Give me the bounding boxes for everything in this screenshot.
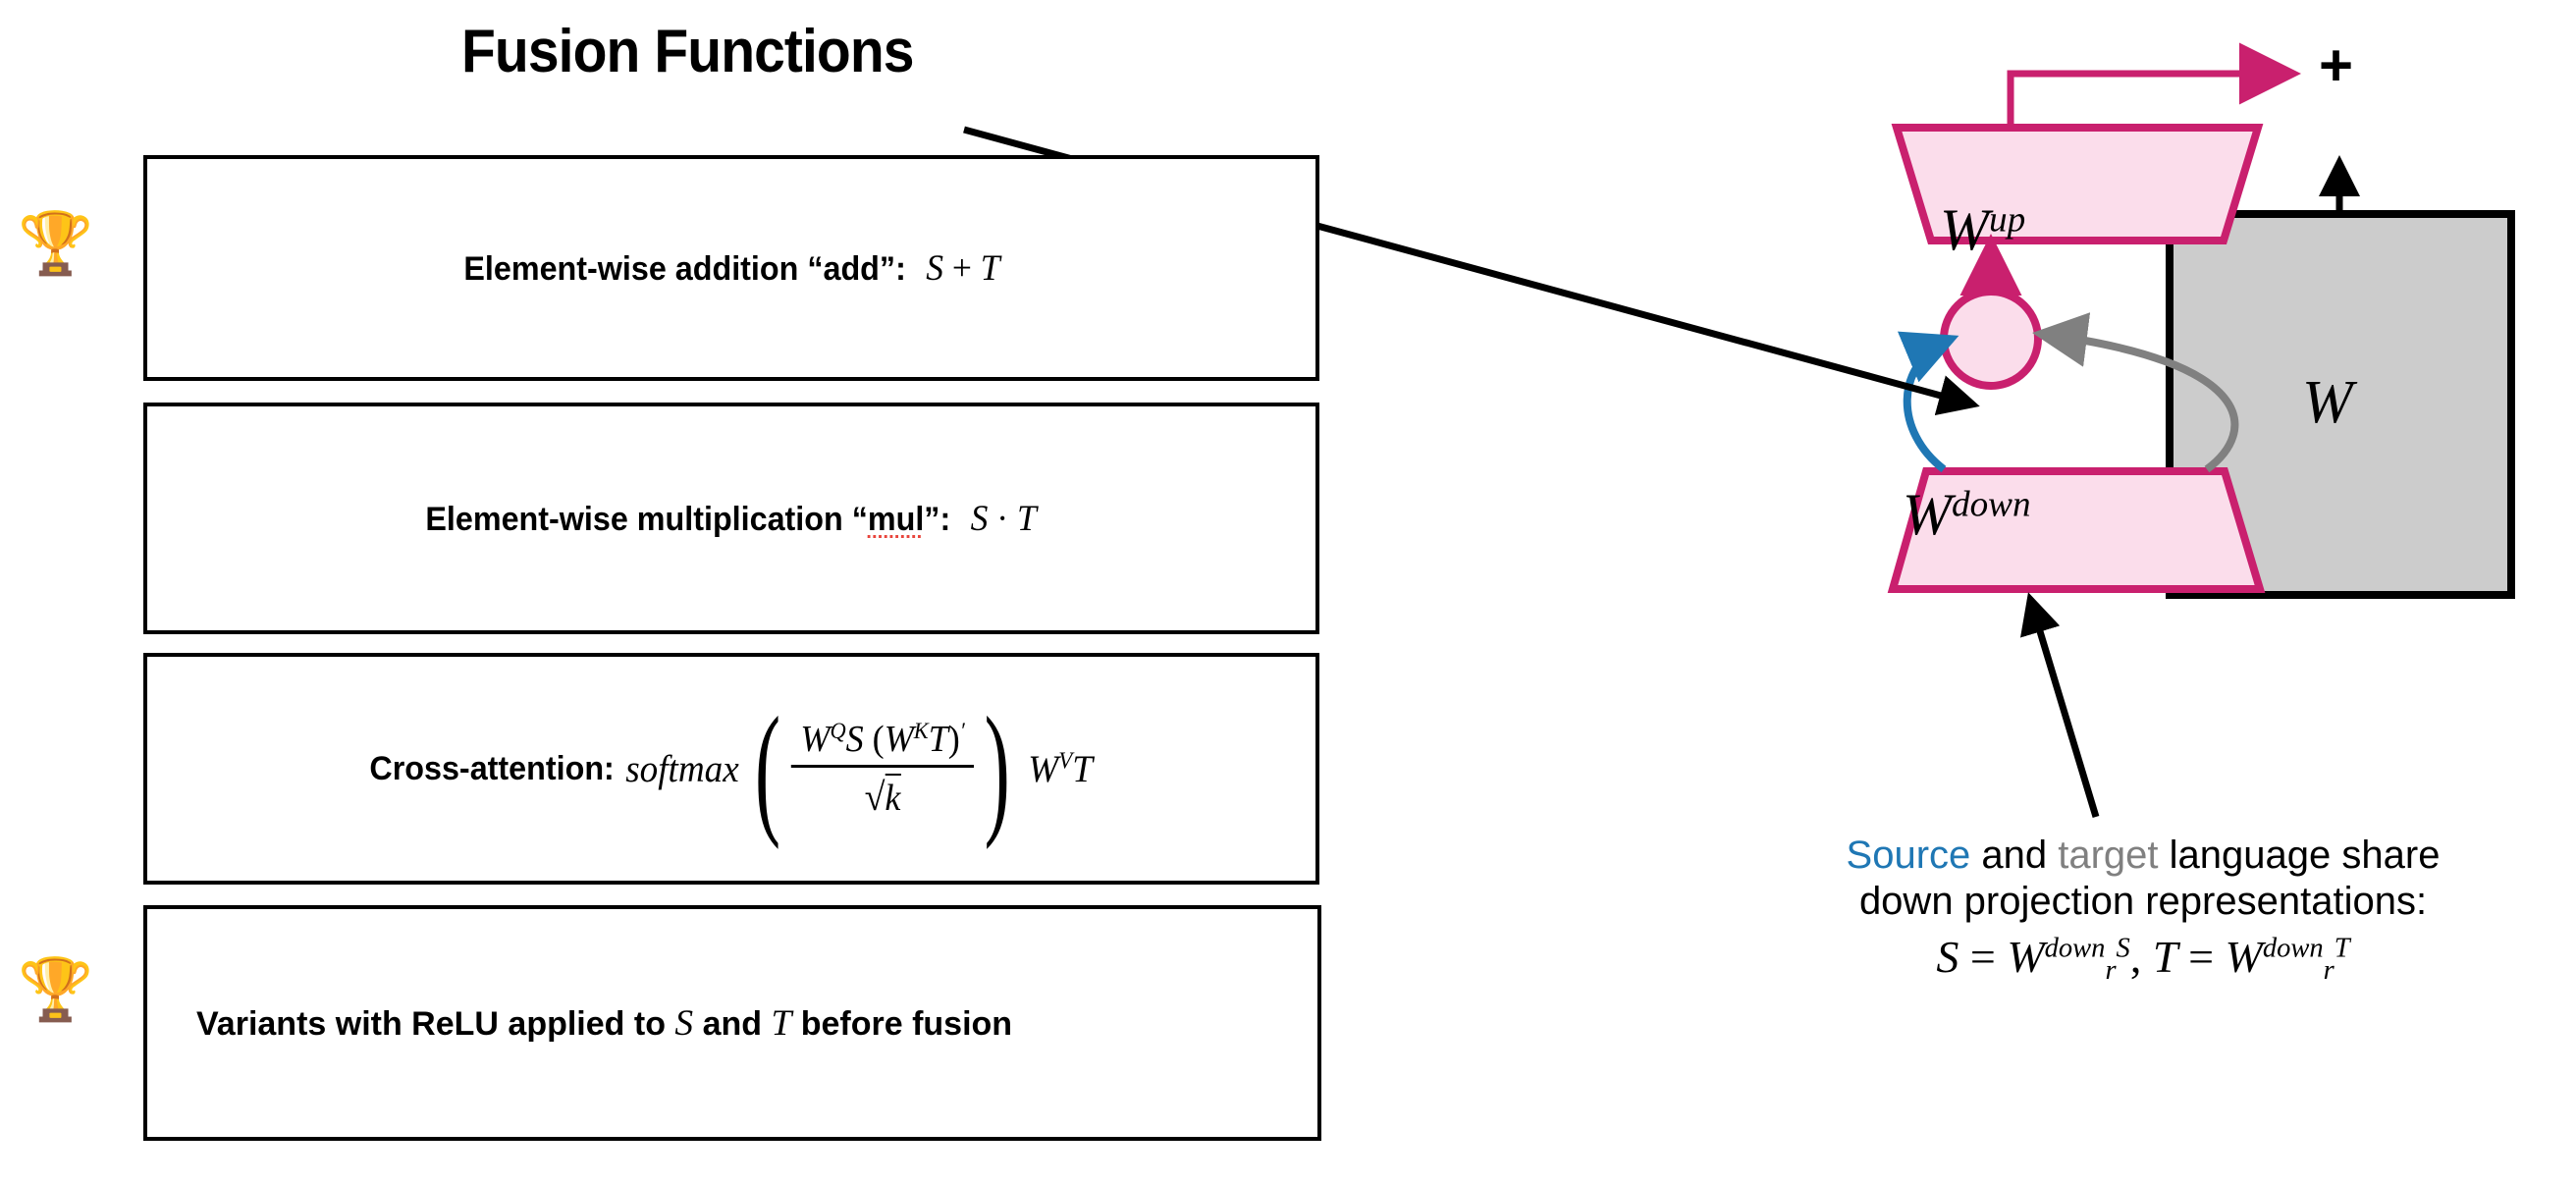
caption-and-word: and xyxy=(1970,834,2059,877)
caption-formula: S = WdownrS, T = WdownrT xyxy=(1716,931,2570,987)
page-title: Fusion Functions xyxy=(461,18,914,85)
mul-operand-s: S xyxy=(971,498,989,539)
cap-w2-sup: down xyxy=(2262,932,2324,963)
up-to-plus-arrow xyxy=(2007,42,2301,128)
relu-var-t: T xyxy=(771,1002,792,1044)
relu-label-b: and xyxy=(702,1004,763,1043)
down-projection-shape xyxy=(1887,467,2266,593)
numerator-t: T xyxy=(929,718,949,760)
cap-eq1: = xyxy=(1969,931,1996,982)
fusion-node-circle xyxy=(1940,288,2042,390)
fusion-box-cross-attention-label: Cross-attention: xyxy=(369,749,616,787)
mul-operand-t: T xyxy=(1017,498,1038,539)
numerator-s: S xyxy=(845,718,865,760)
trophy-icon: 🏆 xyxy=(18,210,94,278)
relu-label-c: before fusion xyxy=(800,1004,1013,1043)
wv-superscript: V xyxy=(1058,747,1073,775)
wk-base: W xyxy=(885,718,915,760)
wk-superscript: K xyxy=(914,718,930,744)
cap-comma: , xyxy=(2129,931,2142,982)
transpose-prime: ′ xyxy=(960,718,966,744)
spellcheck-word-mul: mul xyxy=(868,500,925,538)
diagram-caption: Source and target language share down pr… xyxy=(1716,833,2570,987)
caption-target-word: target xyxy=(2058,834,2159,877)
cap-r1-sup: S xyxy=(2116,932,2130,963)
cap-w1-sup: down xyxy=(2044,932,2106,963)
cross-attention-fraction: ( WQS (WKT)′ √k ) xyxy=(745,686,1021,850)
cap-s: S xyxy=(1936,931,1959,982)
wq-superscript: Q xyxy=(830,718,846,744)
fusion-box-mul-content: Element-wise multiplication “mul”: S · T xyxy=(426,498,1037,540)
wq-base: W xyxy=(800,718,831,760)
fraction-denominator: √k xyxy=(855,768,910,821)
up-projection-shape xyxy=(1891,124,2264,244)
fusion-box-cross-attention-content: Cross-attention: softmax ( WQS (WKT)′ √k… xyxy=(369,686,1094,850)
caption-line2: down projection representations: xyxy=(1858,879,2428,923)
caption-line1-rest: language share xyxy=(2158,834,2441,877)
fusion-box-relu-variants-content: Variants with ReLU applied to S and T be… xyxy=(196,1002,1012,1045)
relu-label-a: Variants with ReLU applied to xyxy=(196,1004,666,1043)
cap-r2: r xyxy=(2323,954,2334,986)
fraction-bar xyxy=(791,764,975,768)
radicand-k: k xyxy=(885,773,901,821)
add-operand-t: T xyxy=(980,247,1000,289)
cap-w2: W xyxy=(2225,931,2263,982)
target-representation-edge xyxy=(2032,312,2239,473)
cap-eq2: = xyxy=(2188,931,2215,982)
cap-w1: W xyxy=(2007,931,2045,982)
fraction: WQS (WKT)′ √k xyxy=(791,718,975,821)
source-representation-edge xyxy=(1897,331,1959,473)
fusion-box-mul-label-suffix: ”: xyxy=(924,500,951,538)
mul-operator: · xyxy=(996,498,1009,539)
fusion-box-add-content: Element-wise addition “add”: S + T xyxy=(463,247,999,290)
radical-sign: √ xyxy=(864,774,886,819)
add-operand-s: S xyxy=(925,247,943,289)
cap-r1: r xyxy=(2105,954,2117,986)
add-operator: + xyxy=(951,247,972,289)
right-paren: ) xyxy=(985,686,1011,850)
tail-t: T xyxy=(1072,747,1094,790)
fusion-box-mul-label-prefix: Element-wise multiplication “ xyxy=(425,500,869,538)
wv-base: W xyxy=(1028,747,1059,790)
cap-t: T xyxy=(2152,931,2177,982)
relu-var-s: S xyxy=(674,1002,694,1044)
trophy-icon: 🏆 xyxy=(18,956,94,1024)
down-callout-arrow xyxy=(2020,592,2100,819)
fusion-box-mul[interactable]: Element-wise multiplication “mul”: S · T xyxy=(143,403,1319,634)
square-root: √k xyxy=(864,773,901,821)
fraction-numerator: WQS (WKT)′ xyxy=(800,718,966,760)
fusion-box-add-label: Element-wise addition “add”: xyxy=(462,249,906,288)
fusion-box-cross-attention[interactable]: Cross-attention: softmax ( WQS (WKT)′ √k… xyxy=(143,653,1319,885)
caption-source-word: Source xyxy=(1846,834,1971,877)
softmax-function-name: softmax xyxy=(625,747,740,790)
plus-operator-label: + xyxy=(2319,32,2354,98)
fusion-box-relu-variants[interactable]: Variants with ReLU applied to S and T be… xyxy=(143,905,1321,1141)
left-paren: ( xyxy=(755,686,781,850)
fusion-box-add[interactable]: Element-wise addition “add”: S + T xyxy=(143,155,1319,381)
cap-r2-sup: T xyxy=(2334,932,2350,963)
